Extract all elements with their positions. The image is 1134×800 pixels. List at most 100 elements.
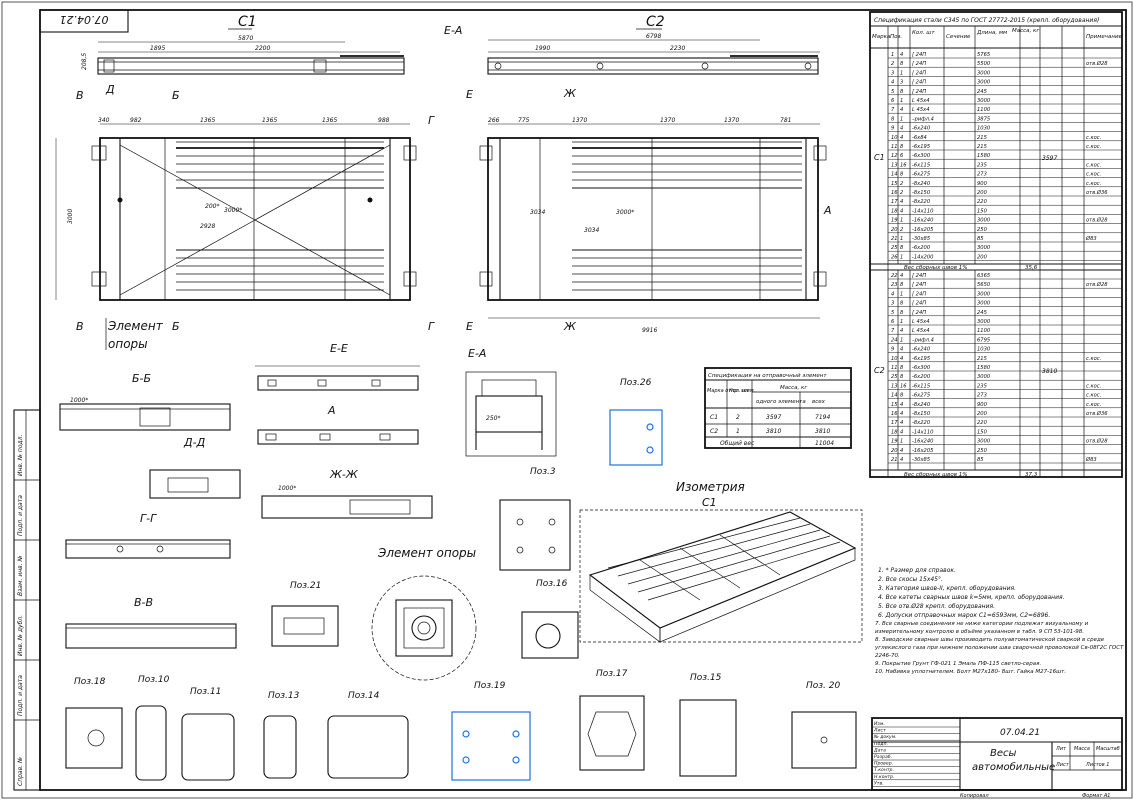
pos-21: Поз.21 — [271, 581, 339, 647]
pos-18-label: Поз.18 — [74, 677, 106, 687]
note-2: 2. Все скосы 15х45°. — [878, 576, 943, 583]
spec-c2-cell: 15 — [891, 402, 898, 408]
title-mass-hdr: Масса — [1074, 746, 1090, 752]
title-name-2: автомобильные — [972, 761, 1055, 773]
spec-c1-cell: -16х240 — [912, 218, 934, 224]
spec-small-h0: Марка отпр. элем. — [707, 388, 755, 394]
spec-c1-cell: 2 — [891, 61, 894, 67]
spec-c1-cell: 200 — [977, 190, 988, 196]
spec-c1-cell: 2 — [900, 190, 903, 196]
spec-main-title: Спецификация стали С345 по ГОСТ 27772-20… — [874, 17, 1099, 24]
spec-c2-cell: 4 — [900, 429, 903, 435]
pos-10-label: Поз.10 — [138, 675, 170, 685]
spec-c2-cell: 3000 — [977, 319, 991, 325]
spec-c1-cell: 11 — [891, 144, 898, 150]
section-ea-top: Е-А — [444, 24, 462, 37]
spec-c1-cell: -6х115 — [912, 162, 931, 168]
isometry-c1: С1 — [702, 496, 717, 509]
spec-c1-cell: 1 — [900, 98, 903, 104]
spec-c2-cell: -8х240 — [912, 402, 931, 408]
spec-c1-label: С1 — [874, 153, 885, 162]
spec-c2-cell: 900 — [977, 402, 988, 408]
spec-small-r1c3: 3810 — [815, 428, 830, 435]
spec-c2-cell: 235 — [977, 383, 988, 389]
pos-21-label: Поз.21 — [290, 581, 321, 591]
section-vv: В-В — [65, 596, 237, 649]
spec-c2-cell: [ 24П — [912, 310, 926, 316]
c2-plan-dim-1: 775 — [518, 117, 530, 124]
letter-d: Д — [105, 83, 115, 96]
title-stage-hdr: Лит — [1055, 746, 1067, 752]
c1-plan-dim-3: 1365 — [262, 117, 277, 124]
svg-text:200*: 200* — [205, 203, 219, 210]
spec-c1-cell: 20 — [891, 227, 898, 233]
title-block-row-label: Изм. — [874, 721, 885, 727]
spec-c1-cell: 4 — [900, 199, 903, 205]
spec-c2-cell: 25 — [891, 374, 898, 380]
pos-15-label: Поз.15 — [690, 673, 722, 683]
spec-small-total-value: 11004 — [815, 440, 834, 447]
spec-c2-cell: 85 — [977, 457, 984, 463]
spec-c1-cell: отв.Ø36 — [1086, 189, 1108, 196]
title-sheet: Лист — [1055, 762, 1070, 768]
svg-text:208,5: 208,5 — [81, 53, 88, 70]
note-9: 9. Покрытие Грунт ГФ-021 1 Эмаль ПФ-115 … — [875, 661, 1042, 667]
spec-c1-cell: 900 — [977, 181, 988, 187]
spec-c1-cell: -14х110 — [912, 208, 934, 214]
spec-c2-cell: -6х195 — [912, 356, 931, 362]
spec-main-h0: Марка — [872, 34, 891, 40]
spec-small-h3: одного элемента — [756, 399, 806, 405]
section-dd: Д-Д — [149, 436, 241, 499]
spec-c2-cell: 5 — [891, 310, 895, 316]
spec-c2-weld-val: 37,3 — [1025, 472, 1038, 478]
spec-c1-cell: 4 — [891, 80, 894, 86]
spec-c2-cell: 9 — [891, 347, 894, 353]
svg-text:3034: 3034 — [530, 209, 545, 216]
spec-c1-cell: [ 24П — [912, 61, 926, 67]
section-vv-title: В-В — [134, 596, 153, 609]
spec-c1-cell: 5765 — [977, 52, 991, 58]
spec-c1-cell: 215 — [977, 135, 988, 141]
spec-c2-cell: 4 — [900, 448, 903, 454]
c1-title: С1 — [238, 14, 257, 30]
spec-small-h4: всех — [812, 399, 826, 405]
spec-c2-cell: Ø83 — [1085, 456, 1097, 463]
spec-c2-cell: 4 — [900, 356, 903, 362]
spec-c2-cell: 4 — [900, 273, 903, 279]
spec-c2-cell: [ 24П — [912, 291, 926, 297]
spec-c2-cell: -8х220 — [912, 420, 931, 426]
spec-c1-cell: 3000 — [977, 98, 991, 104]
letter-v: В — [76, 89, 84, 102]
spec-c1-cell: [ 24П — [912, 80, 926, 86]
spec-c2-cell: 1580 — [977, 365, 991, 371]
spec-small-table: Спецификация на отправочный элемент Марк… — [704, 367, 852, 449]
spec-c1-cell: 85 — [977, 236, 984, 242]
spec-main-h5: Масса, кг — [1012, 28, 1039, 34]
side-stamp-5: Справ. № — [17, 757, 24, 786]
c2-dim-0: 1990 — [535, 45, 550, 52]
title-block-row-label: Подп. — [874, 741, 888, 747]
spec-c2-cell: 21 — [891, 457, 898, 463]
view-c2-plan: Е Ж 266 775 1370 1370 1370 781 3000* 303… — [466, 87, 832, 334]
note-7: 7. Все сварные соединения не ниже катего… — [875, 621, 1089, 635]
section-bb-title: Б-Б — [132, 372, 151, 385]
spec-c1-cell: 1580 — [977, 153, 991, 159]
pos-26: Поз.26 — [609, 378, 663, 466]
spec-c1-cell: 5500 — [977, 61, 991, 67]
spec-c1-cell: -6х195 — [912, 144, 931, 150]
spec-c1-cell: -8х240 — [912, 181, 931, 187]
spec-small-h1: Кол. шт. — [729, 388, 751, 394]
spec-c1-cell: 25 — [891, 245, 898, 251]
spec-small-h2: Масса, кг — [780, 385, 807, 391]
spec-c2-cell: 8 — [900, 310, 904, 316]
spec-c2-cell: 200 — [977, 411, 988, 417]
title-name-1: Весы — [990, 748, 1017, 759]
spec-c2-cell: 5650 — [977, 282, 991, 288]
spec-c1-cell: с.кос. — [1086, 181, 1101, 187]
pos-17-label: Поз.17 — [596, 669, 628, 679]
spec-small-r0c1: 2 — [736, 414, 740, 421]
spec-c2-cell: –рифл.4 — [912, 337, 934, 343]
spec-c1-cell: L 45х4 — [912, 107, 930, 113]
